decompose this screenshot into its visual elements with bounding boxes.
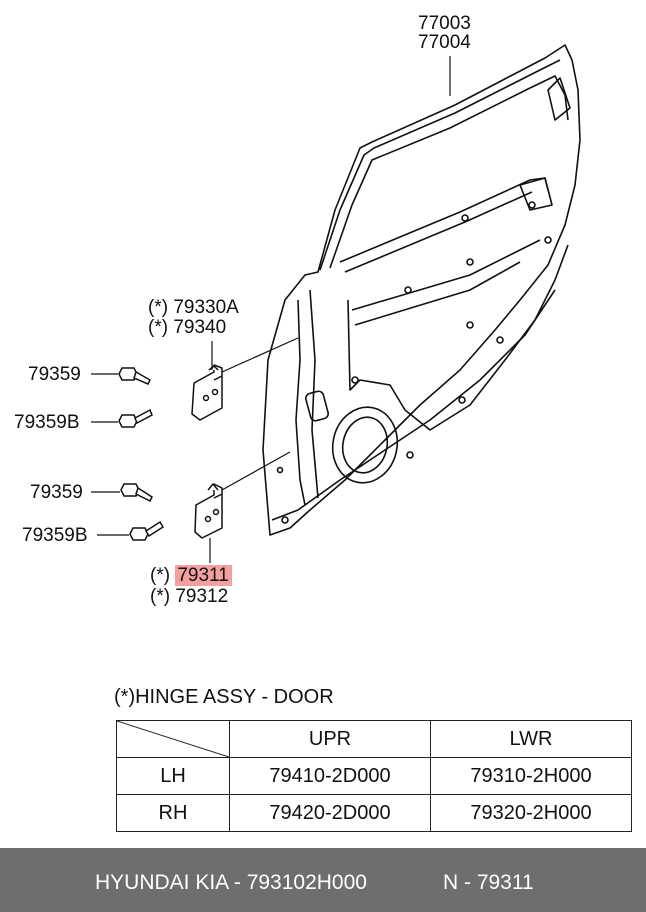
table-cell: 79410-2D000 (229, 757, 431, 795)
callout-79359b-upper: 79359B (14, 412, 80, 433)
highlighted-part-number: 79311 (175, 565, 232, 586)
table-row: LH 79410-2D000 79310-2H000 (116, 757, 632, 795)
table-header-row: UPR LWR (116, 720, 632, 758)
table-row-label: LH (116, 757, 230, 795)
callout-79359-upper: 79359 (28, 364, 81, 385)
table-row: RH 79420-2D000 79320-2H000 (116, 794, 632, 832)
upper-hinge (191, 364, 223, 421)
callout-79311-prefix: (*) (150, 565, 176, 586)
table-cell: 79310-2H000 (430, 757, 632, 795)
footer-bar: HYUNDAI KIA - 793102H000 N - 79311 (0, 848, 646, 912)
table-header-lwr: LWR (430, 720, 632, 758)
upper-bolt-icon (118, 367, 151, 385)
callout-77003: 77003 (418, 13, 471, 34)
table-cell: 79320-2H000 (430, 794, 632, 832)
callout-77004: 77004 (418, 32, 471, 53)
table-row-label: RH (116, 794, 230, 832)
hinge-part-table: UPR LWR LH 79410-2D000 79310-2H000 RH 79… (116, 720, 632, 832)
table-cell: 79420-2D000 (229, 794, 431, 832)
footer-diagram-number: N - 79311 (443, 871, 534, 894)
door-hinge-diagram (91, 44, 581, 563)
callout-79330a: (*) 79330A (148, 297, 239, 318)
rear-door-panel (262, 44, 581, 536)
footer-part-reference: HYUNDAI KIA - 793102H000 (95, 871, 367, 894)
lower-bolt-icon (120, 483, 153, 503)
lower-hinge (194, 483, 223, 539)
table-header-upr: UPR (229, 720, 431, 758)
callout-79359-lower: 79359 (30, 482, 83, 503)
lower-bolt-b-icon (129, 520, 165, 541)
table-corner-cell (116, 720, 230, 758)
leader-lines (91, 56, 451, 563)
callout-79359b-lower: 79359B (22, 525, 88, 546)
callout-79311-highlight: (*) 79311 (150, 565, 232, 586)
legend-title: (*)HINGE ASSY - DOOR (114, 686, 334, 708)
upper-bolt-b-icon (118, 408, 153, 428)
callout-79340: (*) 79340 (148, 317, 227, 338)
diagonal-divider (117, 721, 229, 757)
callout-79312: (*) 79312 (150, 586, 229, 607)
bolts (118, 367, 165, 541)
